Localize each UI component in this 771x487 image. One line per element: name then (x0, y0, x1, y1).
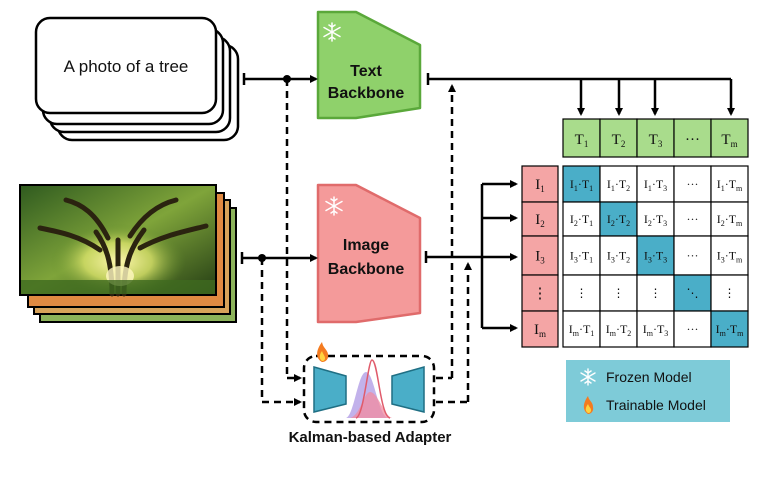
tree-photo (19, 184, 217, 297)
text-feature-cell (673, 118, 712, 158)
adapter-label: Kalman-based Adapter (289, 429, 452, 446)
image-backbone-line1: Image (343, 237, 389, 254)
legend-trainable-label: Trainable Model (606, 397, 706, 413)
similarity-label: I2·Tm (717, 212, 743, 228)
similarity-label: ··· (687, 212, 699, 226)
legend-box (566, 360, 730, 422)
similarity-cell (562, 310, 601, 348)
similarity-label: Im·T2 (606, 322, 632, 338)
snowflake-icon (580, 368, 596, 386)
similarity-cell (710, 310, 749, 348)
similarity-cell (673, 165, 712, 203)
text-card-front (34, 16, 218, 115)
similarity-label: ··· (687, 177, 699, 191)
similarity-label: I3·Tm (717, 249, 743, 265)
similarity-cell (562, 201, 601, 237)
encoder-block (313, 366, 347, 413)
similarity-label: I1·T1 (570, 177, 593, 193)
text-backbone: Text Backbone (316, 10, 422, 120)
distribution-curve (355, 359, 391, 419)
similarity-label: I2·T2 (607, 212, 630, 228)
similarity-label: I2·T3 (644, 212, 667, 228)
similarity-label: I1·T2 (607, 177, 630, 193)
text-feature-label: T1 (575, 132, 589, 149)
similarity-label: I1·T3 (644, 177, 667, 193)
solid-connectors (240, 73, 735, 332)
similarity-cell (673, 235, 712, 276)
similarity-label: Im·T1 (569, 322, 595, 338)
similarity-cell (710, 165, 749, 203)
legend: Frozen Model Trainable Model (566, 360, 730, 422)
similarity-label: I1·Tm (717, 177, 743, 193)
similarity-cell (710, 201, 749, 237)
similarity-label: ··· (687, 249, 699, 263)
similarity-cell (599, 310, 638, 348)
image-feature-label: Im (534, 322, 546, 339)
similarity-label: Im·T3 (643, 322, 669, 338)
similarity-cell (673, 310, 712, 348)
similarity-label: ⋮ (724, 286, 736, 300)
image-feature-label: ⋮ (533, 286, 548, 302)
fire-icon (317, 342, 329, 362)
image-feature-label: I2 (535, 212, 545, 229)
similarity-label: Im·Tm (716, 322, 745, 338)
image-backbone: Image Backbone (316, 183, 422, 324)
text-feature-label: T3 (649, 132, 663, 149)
similarity-cell (636, 274, 675, 312)
similarity-label: ⋮ (576, 286, 588, 300)
image-feature-label: I3 (535, 249, 545, 266)
similarity-label: I3·T2 (607, 249, 630, 265)
decoder-block (391, 366, 425, 413)
image-feature-label: I1 (535, 177, 545, 194)
text-backbone-line1: Text (350, 63, 382, 80)
similarity-cell (599, 201, 638, 237)
image-stack (19, 184, 237, 323)
image-backbone-line2: Backbone (328, 261, 405, 278)
fire-icon (583, 396, 594, 414)
dashed-connectors (260, 79, 472, 406)
similarity-label: I2·T1 (570, 212, 593, 228)
similarity-cell (673, 274, 712, 312)
image-feature-cell (521, 310, 559, 348)
similarity-label: I3·T3 (644, 249, 667, 265)
image-feature-cell (521, 165, 559, 203)
text-card-label: A photo of a tree (64, 57, 189, 76)
similarity-label: ⋱ (687, 286, 699, 300)
similarity-cell (562, 235, 601, 276)
similarity-cell (562, 274, 601, 312)
similarity-cell (673, 201, 712, 237)
similarity-label: ⋮ (650, 286, 662, 300)
text-feature-label: ··· (685, 132, 700, 148)
text-feature-label: Tm (721, 132, 737, 149)
similarity-label: ⋮ (613, 286, 625, 300)
text-card-stack: A photo of a tree (34, 16, 240, 142)
kalman-adapter: Kalman-based Adapter (289, 342, 452, 446)
legend-frozen-label: Frozen Model (606, 369, 692, 385)
text-feature-cell (562, 118, 601, 158)
text-feature-row: T1 T2 T3 ··· Tm (562, 118, 749, 158)
similarity-label: I3·T1 (570, 249, 593, 265)
similarity-cell (710, 274, 749, 312)
text-feature-cell (710, 118, 749, 158)
similarity-label: ··· (687, 322, 699, 336)
snowflake-icon (323, 22, 341, 42)
text-feature-cell (636, 118, 675, 158)
text-feature-label: T2 (612, 132, 626, 149)
text-backbone-line2: Backbone (328, 85, 405, 102)
snowflake-icon (325, 196, 343, 216)
